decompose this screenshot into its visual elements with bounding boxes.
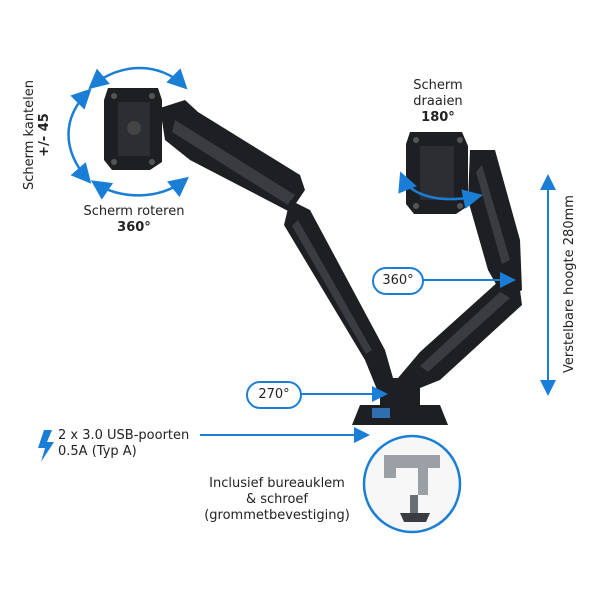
height-label: Verstelbare hoogte 280mm	[562, 195, 577, 373]
rotate-arrow-bottom	[90, 176, 189, 200]
tilt-label-line1: Scherm kantelen	[22, 80, 37, 190]
swivel-label-line1: Scherm	[413, 78, 463, 93]
rotate-arrow	[88, 66, 188, 90]
tilt-arrow	[67, 88, 92, 184]
tilt-label: Scherm kantelen +/- 45	[22, 80, 52, 190]
clamp-label-line1: Inclusief bureauklem	[209, 476, 345, 491]
clamp-label-line3: (grommetbevestiging)	[204, 508, 350, 523]
tilt-label-line2: +/- 45	[37, 113, 52, 157]
clamp-label-line2: & schroef	[245, 492, 309, 507]
usb-label-line1: 2 x 3.0 USB-poorten	[58, 428, 190, 443]
rotate-label-line2: 360°	[117, 220, 151, 235]
left-vesa-plate	[104, 88, 162, 170]
clamp-detail	[362, 434, 462, 534]
mount-base	[352, 378, 448, 425]
usb-label-line2: 0.5A (Typ A)	[58, 444, 137, 459]
usb-label: 2 x 3.0 USB-poorten 0.5A (Typ A)	[58, 428, 189, 460]
swivel-label: Scherm draaien 180°	[398, 78, 478, 126]
swivel-label-line2: draaien	[413, 94, 463, 109]
swivel-label-line3: 180°	[421, 110, 455, 125]
rotate-label: Scherm roteren 360°	[74, 204, 194, 236]
swivel-arrow	[398, 171, 483, 209]
clamp-label: Inclusief bureauklem & schroef (grommetb…	[192, 476, 362, 524]
joint-270-bubble: 270°	[246, 381, 302, 409]
joint-360-bubble: 360°	[372, 267, 424, 295]
rotate-label-line1: Scherm roteren	[83, 204, 185, 219]
right-vesa-plate	[406, 132, 468, 214]
lightning-bolt-icon	[38, 430, 54, 462]
left-monitor-arm	[160, 100, 395, 392]
